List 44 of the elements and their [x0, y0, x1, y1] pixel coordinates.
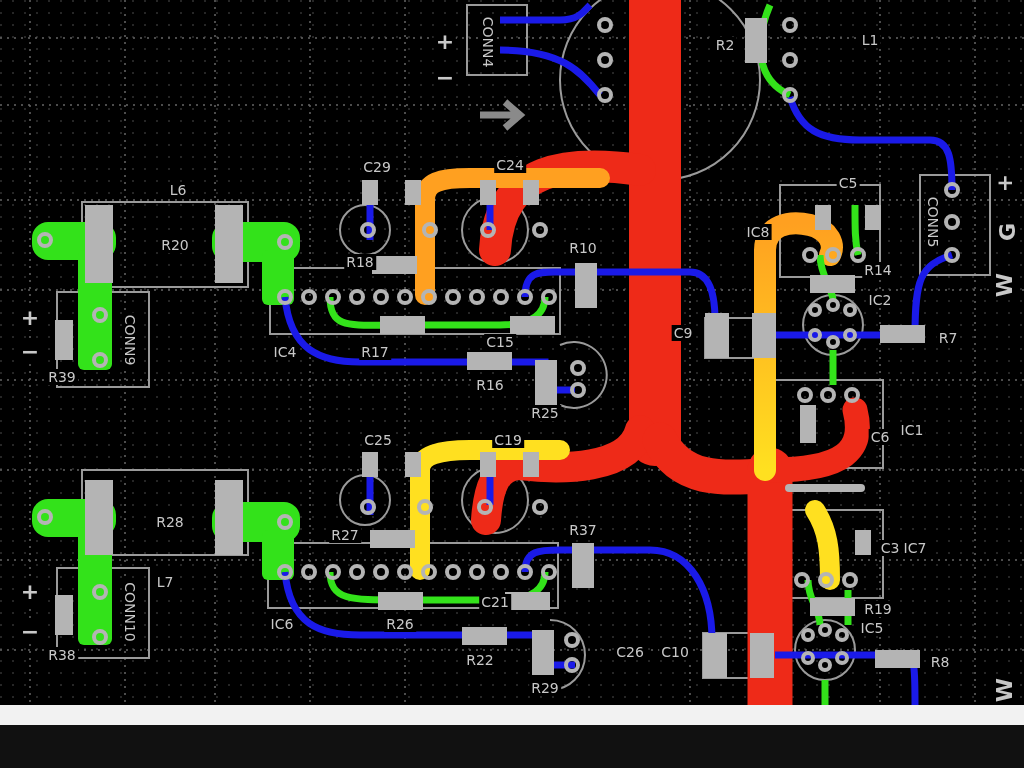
component-label: R18: [344, 254, 376, 270]
component-label: C24: [494, 157, 526, 173]
component-label: CONN9: [122, 312, 138, 368]
component-label: CONN10: [122, 580, 138, 644]
component-label: R20: [159, 237, 191, 253]
component-label: C29: [361, 159, 393, 175]
component-label: IC6: [268, 616, 296, 632]
component-label: L7: [154, 574, 176, 590]
component-label: IC4: [271, 344, 299, 360]
component-label: R28: [154, 514, 186, 530]
component-label: IC5: [858, 620, 886, 636]
component-label: CONN4: [480, 14, 496, 70]
component-label: R2: [713, 37, 737, 53]
component-label: R7: [936, 330, 960, 346]
component-label: C21: [479, 594, 511, 610]
component-label: R17: [359, 344, 391, 360]
component-label: R38: [46, 647, 78, 663]
component-label: R14: [862, 262, 894, 278]
component-label: R19: [862, 601, 894, 617]
component-label: C25: [362, 432, 394, 448]
component-label: IC1: [898, 422, 926, 438]
polarity-sign: W: [993, 270, 1017, 300]
component-label: R25: [529, 405, 561, 421]
component-label: R29: [529, 680, 561, 696]
component-label: R22: [464, 652, 496, 668]
component-label: C26: [614, 644, 646, 660]
component-label: C6: [868, 429, 892, 445]
component-label: R27: [329, 527, 361, 543]
component-label: CONN5: [925, 194, 941, 250]
component-label: C5: [836, 175, 860, 191]
component-label: C3: [878, 540, 902, 556]
component-label: IC8: [744, 224, 772, 240]
component-label: IC7: [901, 540, 929, 556]
component-label: C10: [659, 644, 691, 660]
component-label: R10: [567, 240, 599, 256]
component-label: R26: [384, 616, 416, 632]
component-label: C9: [671, 325, 695, 341]
component-label: R16: [474, 377, 506, 393]
component-label: C19: [492, 432, 524, 448]
component-label: C15: [484, 334, 516, 350]
component-label: R37: [567, 522, 599, 538]
component-label: L1: [859, 32, 881, 48]
component-label: L6: [167, 182, 189, 198]
component-label: R39: [46, 369, 78, 385]
